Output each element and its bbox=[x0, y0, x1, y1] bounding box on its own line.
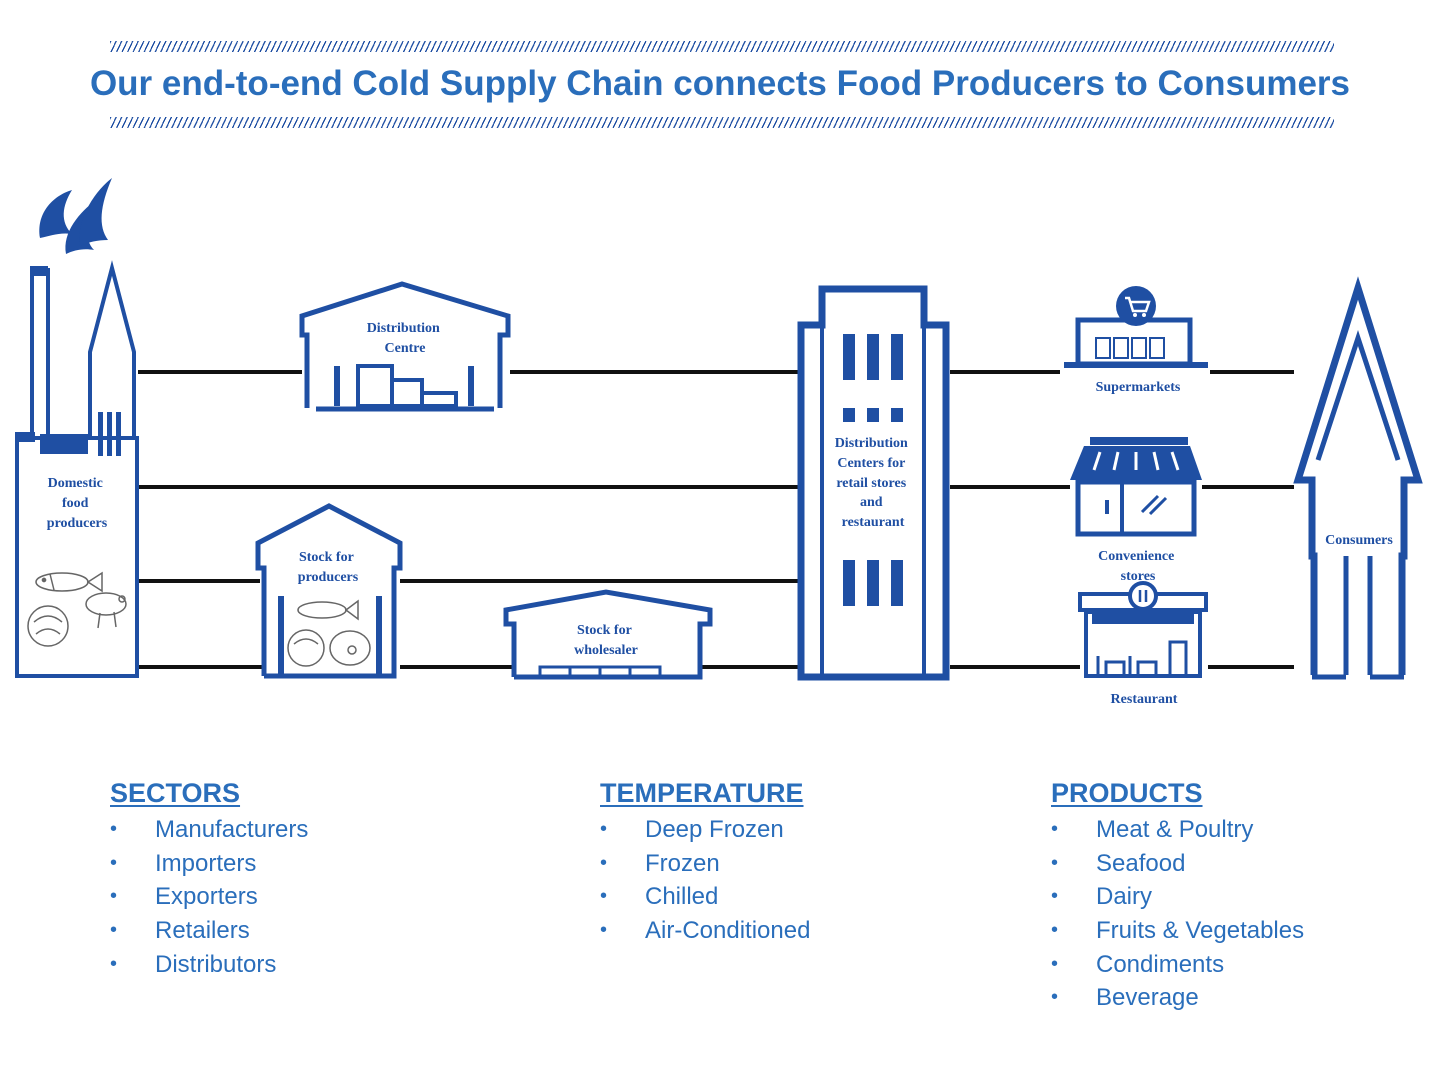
cabbage-icon bbox=[27, 605, 69, 647]
node-label-supermarkets: Supermarkets bbox=[1096, 380, 1181, 395]
label-line: wholesaler bbox=[574, 643, 638, 658]
node-label-stock-producers: Stock for producers bbox=[298, 550, 359, 585]
list-item: Importers bbox=[110, 847, 308, 881]
list-item: Air-Conditioned bbox=[600, 914, 810, 948]
restaurant-icon bbox=[1078, 581, 1208, 678]
person-icon bbox=[1293, 276, 1423, 680]
fish-icon bbox=[35, 571, 103, 593]
list-item: Frozen bbox=[600, 847, 810, 881]
list-item: Condiments bbox=[1051, 948, 1304, 982]
label-line: food bbox=[62, 496, 89, 511]
meat-icon bbox=[329, 630, 371, 666]
label-line: Distribution bbox=[835, 436, 908, 451]
food-illustration bbox=[27, 571, 127, 647]
node-label-restaurant: Restaurant bbox=[1111, 692, 1178, 707]
label-line: Stock for bbox=[299, 550, 354, 565]
page-title: Our end-to-end Cold Supply Chain connect… bbox=[89, 64, 1351, 103]
list-item: Beverage bbox=[1051, 981, 1304, 1015]
node-label-convenience: Convenience stores bbox=[1098, 549, 1178, 584]
label-line: Stock for bbox=[577, 623, 632, 638]
supermarket-icon bbox=[1064, 286, 1208, 368]
label-line: Centers for bbox=[837, 456, 905, 471]
smoke-icon bbox=[39, 178, 112, 254]
label-line: Distribution bbox=[367, 321, 440, 336]
warehouse-icon bbox=[255, 503, 403, 679]
list-item: Manufacturers bbox=[110, 813, 308, 847]
list-item: Seafood bbox=[1051, 847, 1304, 881]
supply-chain-diagram: Domestic food producers Distribution Cen… bbox=[15, 178, 1423, 707]
sectors-heading: SECTORS bbox=[110, 778, 241, 808]
tower-building-icon bbox=[797, 285, 950, 681]
fish-icon bbox=[297, 599, 359, 621]
list-item: Meat & Poultry bbox=[1051, 813, 1304, 847]
list-item: Chilled bbox=[600, 880, 810, 914]
list-item: Deep Frozen bbox=[600, 813, 810, 847]
products-column: PRODUCTS Meat & Poultry Seafood Dairy Fr… bbox=[1051, 778, 1304, 1015]
cart-icon bbox=[1116, 286, 1156, 326]
warehouse-icon bbox=[299, 281, 511, 412]
label-line: producers bbox=[47, 516, 108, 531]
factory-icon bbox=[15, 178, 139, 678]
node-label-producers: Domestic food producers bbox=[47, 476, 108, 531]
node-label-dc-retail: Distribution Centers for retail stores a… bbox=[835, 436, 912, 530]
label-line: retail stores bbox=[836, 476, 906, 491]
node-label-consumers: Consumers bbox=[1325, 533, 1393, 548]
list-item: Fruits & Vegetables bbox=[1051, 914, 1304, 948]
list-item: Dairy bbox=[1051, 880, 1304, 914]
node-label-stock-wholesaler: Stock for wholesaler bbox=[574, 623, 638, 658]
list-item: Retailers bbox=[110, 914, 308, 948]
temperature-list: Deep Frozen Frozen Chilled Air-Condition… bbox=[600, 813, 810, 948]
connector-lines bbox=[138, 370, 1294, 669]
storefront-icon bbox=[1070, 437, 1202, 537]
cabbage-icon bbox=[287, 629, 325, 667]
list-item: Exporters bbox=[110, 880, 308, 914]
label-line: and bbox=[860, 495, 883, 510]
label-line: producers bbox=[298, 570, 359, 585]
meat-icon bbox=[85, 592, 127, 629]
label-line: Centre bbox=[385, 341, 426, 356]
temperature-heading: TEMPERATURE bbox=[600, 778, 804, 808]
title-hatch-top bbox=[110, 41, 1334, 52]
list-item: Distributors bbox=[110, 948, 308, 982]
label-line: Convenience bbox=[1098, 549, 1174, 564]
warehouse-icon bbox=[503, 589, 713, 680]
node-label-distribution-centre: Distribution Centre bbox=[367, 321, 444, 356]
products-list: Meat & Poultry Seafood Dairy Fruits & Ve… bbox=[1051, 813, 1304, 1015]
products-heading: PRODUCTS bbox=[1051, 778, 1203, 808]
temperature-column: TEMPERATURE Deep Frozen Frozen Chilled A… bbox=[600, 778, 810, 948]
label-line: stores bbox=[1121, 569, 1156, 584]
label-line: Domestic bbox=[48, 476, 103, 491]
title-hatch-bottom bbox=[110, 117, 1334, 128]
label-line: restaurant bbox=[842, 515, 905, 530]
sectors-list: Manufacturers Importers Exporters Retail… bbox=[110, 813, 308, 981]
sectors-column: SECTORS Manufacturers Importers Exporter… bbox=[110, 778, 308, 981]
